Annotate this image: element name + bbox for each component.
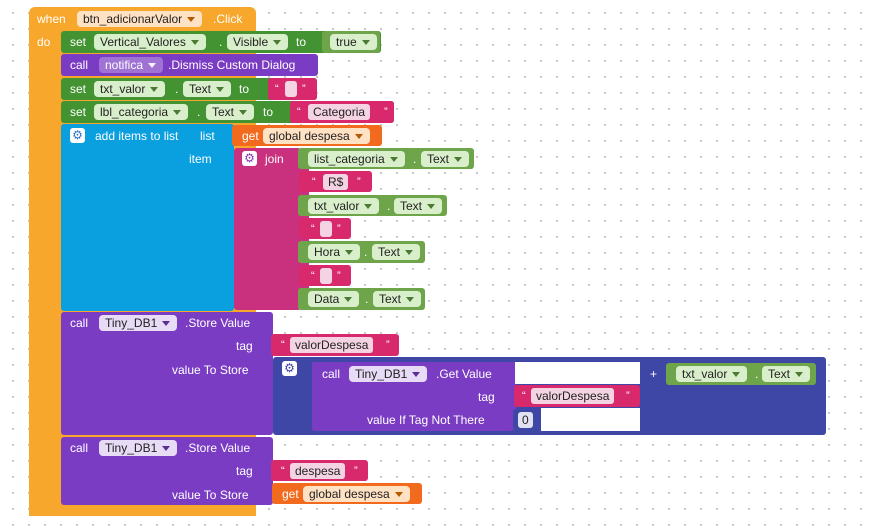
store-value-method-label: .Store Value <box>185 441 251 455</box>
global-despesa-dropdown[interactable]: global despesa <box>263 128 370 144</box>
close-quote: ” <box>386 339 390 351</box>
close-quote: ” <box>337 270 341 282</box>
rs-text-field[interactable]: R$ <box>323 174 349 190</box>
tiny-db1-dropdown[interactable]: Tiny_DB1 <box>349 366 428 382</box>
open-quote: “ <box>312 176 316 188</box>
join-gear-icon[interactable]: ⚙ <box>242 151 257 166</box>
text-property-dropdown[interactable]: Text <box>762 366 811 382</box>
value-to-store-label: value To Store <box>172 363 249 377</box>
visible-property-dropdown[interactable]: Visible <box>227 34 289 50</box>
empty-text-field[interactable] <box>320 221 332 237</box>
open-quote: “ <box>311 223 315 235</box>
hora-dropdown[interactable]: Hora <box>308 244 361 260</box>
dot-label: . <box>175 82 179 96</box>
dot-label: . <box>197 105 201 119</box>
close-quote: ” <box>337 223 341 235</box>
vertical-valores-dropdown[interactable]: Vertical_Valores <box>94 34 206 50</box>
valordespesa-tag-field[interactable]: valorDespesa <box>290 337 374 353</box>
call-label: call <box>70 316 89 330</box>
text-property-dropdown[interactable]: Text <box>394 198 443 214</box>
to-label: to <box>239 82 250 96</box>
get-label: get <box>242 129 259 143</box>
empty-text-field[interactable] <box>320 268 332 284</box>
dot-label: . <box>387 199 391 213</box>
close-quote: ” <box>384 106 388 118</box>
empty-socket-area <box>515 362 640 384</box>
join-label: join <box>265 152 284 166</box>
lbl-categoria-dropdown[interactable]: lbl_categoria <box>94 104 189 120</box>
despesa-tag-field[interactable]: despesa <box>290 463 346 479</box>
dot-label: . <box>755 367 759 381</box>
set-label: set <box>70 82 87 96</box>
get-value-method-label: .Get Value <box>436 367 492 381</box>
call-label: call <box>70 441 89 455</box>
dot-label: . <box>364 245 368 259</box>
math-gear-icon[interactable]: ⚙ <box>282 361 297 376</box>
get-label: get <box>282 487 299 501</box>
txt-valor-dropdown[interactable]: txt_valor <box>676 366 748 382</box>
close-quote: ” <box>302 83 306 95</box>
dot-label: . <box>413 152 417 166</box>
call-label: call <box>70 58 89 72</box>
categoria-text-field[interactable]: Categoria <box>308 104 371 120</box>
text-property-dropdown[interactable]: Text <box>373 291 422 307</box>
call-label: call <box>322 367 341 381</box>
item-socket-label: item <box>189 152 212 166</box>
call-notifica-dismiss-block[interactable] <box>61 54 318 76</box>
set-label: set <box>70 35 87 49</box>
open-quote: “ <box>281 339 285 351</box>
notifica-dropdown[interactable]: notifica <box>99 57 164 73</box>
text-property-dropdown[interactable]: Text <box>183 81 232 97</box>
zero-number-field[interactable]: 0 <box>518 412 533 428</box>
store-value-method-label: .Store Value <box>185 316 251 330</box>
dot-label: . <box>219 35 223 49</box>
tiny-db1-dropdown[interactable]: Tiny_DB1 <box>99 315 178 331</box>
value-if-tag-not-there-label: value If Tag Not There <box>367 413 485 427</box>
value-to-store-label: value To Store <box>172 488 249 502</box>
mutator-gear-icon[interactable]: ⚙ <box>70 128 85 143</box>
text-property-dropdown[interactable]: Text <box>421 151 470 167</box>
empty-text-field[interactable] <box>285 81 297 97</box>
open-quote: “ <box>275 83 279 95</box>
plus-operator-label: + <box>650 367 658 381</box>
close-quote: ” <box>357 176 361 188</box>
tag-socket-label: tag <box>236 339 253 353</box>
to-label: to <box>296 35 307 49</box>
txt-valor-dropdown[interactable]: txt_valor <box>308 198 380 214</box>
dismiss-method-label: .Dismiss Custom Dialog <box>168 58 296 72</box>
global-despesa-dropdown[interactable]: global despesa <box>303 486 410 502</box>
open-quote: “ <box>281 465 285 477</box>
true-dropdown[interactable]: true <box>330 34 377 50</box>
event-do-label: do <box>37 35 51 49</box>
close-quote: ” <box>354 465 358 477</box>
to-label: to <box>263 105 274 119</box>
tag-socket-label: tag <box>236 464 253 478</box>
add-items-title: add items to list <box>95 129 179 143</box>
dot-label: . <box>365 292 369 306</box>
join-block[interactable] <box>234 148 301 310</box>
text-property-dropdown[interactable]: Text <box>206 104 255 120</box>
txt-valor-dropdown[interactable]: txt_valor <box>94 81 166 97</box>
event-block-bottom <box>29 503 256 516</box>
text-property-dropdown[interactable]: Text <box>372 244 421 260</box>
tag-socket-label: tag <box>478 390 495 404</box>
open-quote: “ <box>522 390 526 402</box>
close-quote: ” <box>626 390 630 402</box>
data-dropdown[interactable]: Data <box>308 291 360 307</box>
list-categoria-dropdown[interactable]: list_categoria <box>308 151 405 167</box>
get-value-tag-field[interactable]: valorDespesa <box>531 388 615 404</box>
add-items-to-list-block[interactable] <box>61 124 234 311</box>
set-label: set <box>70 105 87 119</box>
event-name-label: .Click <box>213 12 243 26</box>
tiny-db1-dropdown[interactable]: Tiny_DB1 <box>99 440 178 456</box>
list-socket-label: list <box>200 129 215 143</box>
empty-socket-area <box>541 408 640 431</box>
event-when-label: when <box>37 12 66 26</box>
store-value-valordespesa-block[interactable] <box>61 312 273 435</box>
open-quote: “ <box>297 106 301 118</box>
event-component-dropdown[interactable]: btn_adicionarValor <box>77 11 203 27</box>
open-quote: “ <box>311 270 315 282</box>
